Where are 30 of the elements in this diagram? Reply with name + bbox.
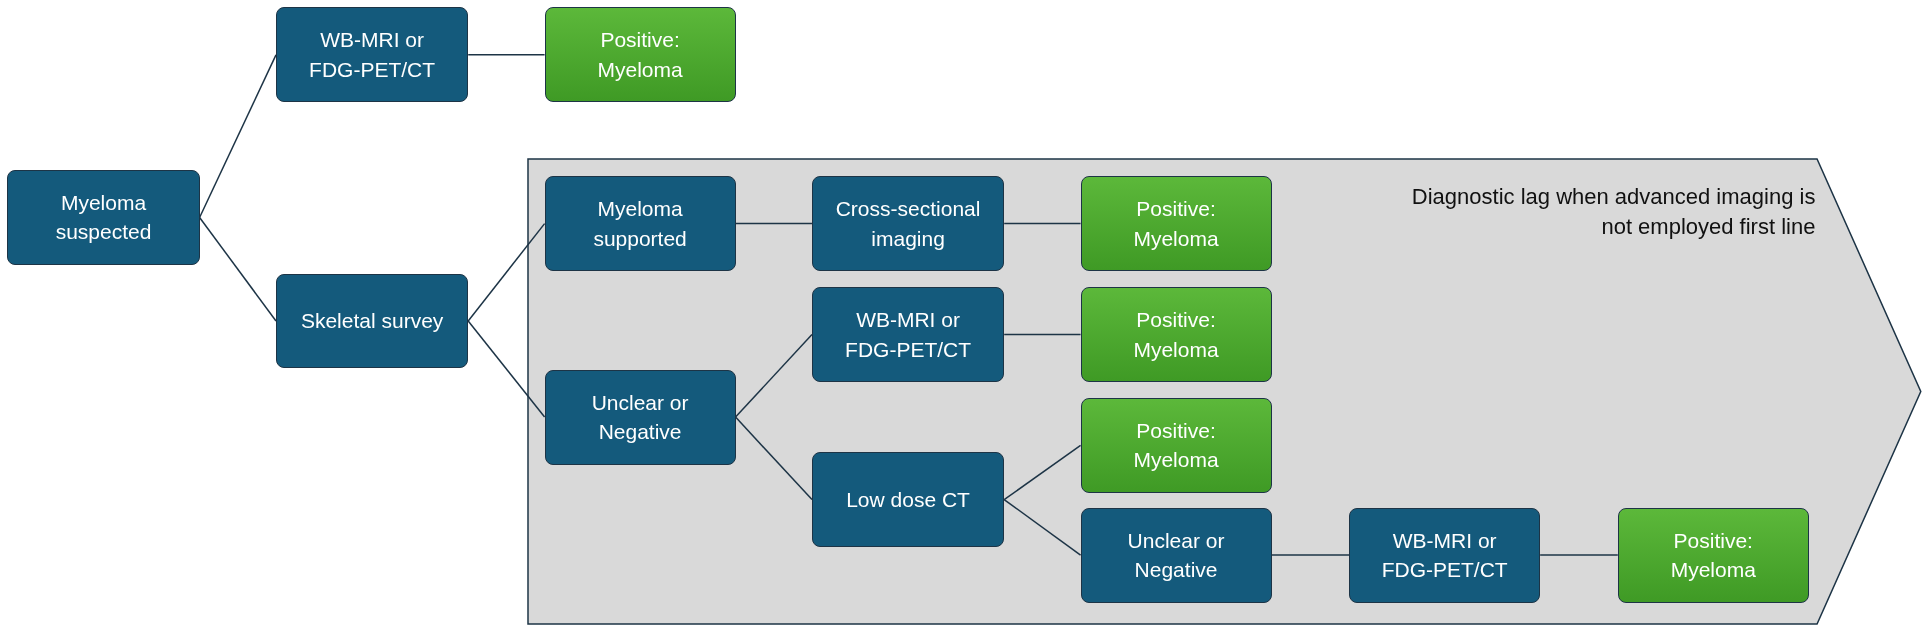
connector-line — [734, 333, 813, 418]
result-box: Positive: Myeloma — [1080, 397, 1272, 493]
connector-line — [467, 320, 546, 418]
result-box: Positive: Myeloma — [1080, 287, 1272, 382]
connector-line — [1003, 444, 1082, 501]
band-note: Diagnostic lag when advanced imaging is not employed first line — [1410, 183, 1816, 242]
connector-line — [467, 54, 546, 56]
connector-line — [198, 54, 277, 219]
connector-line — [1003, 222, 1082, 225]
connector-line — [1539, 554, 1619, 556]
connector-line — [734, 222, 813, 225]
process-box: Cross-sectional imaging — [811, 176, 1005, 272]
connector-line — [734, 416, 813, 501]
result-box: Positive: Myeloma — [1080, 176, 1272, 272]
process-box: Low dose CT — [811, 452, 1005, 548]
process-box: WB-MRI or FDG-PET/CT — [276, 7, 469, 103]
process-box: Unclear or Negative — [1080, 507, 1272, 603]
result-box: Positive: Myeloma — [544, 7, 736, 103]
process-box: Myeloma suspected — [7, 170, 200, 265]
process-box: WB-MRI or FDG-PET/CT — [811, 287, 1005, 382]
connector-line — [467, 222, 546, 322]
connector-line — [1270, 554, 1350, 556]
process-box: Myeloma supported — [544, 176, 736, 272]
process-box: WB-MRI or FDG-PET/CT — [1349, 507, 1541, 603]
connector-line — [1003, 498, 1082, 556]
result-box: Positive: Myeloma — [1617, 507, 1809, 603]
process-box: Skeletal survey — [276, 273, 469, 369]
connector-line — [198, 216, 277, 322]
connector-line — [1003, 333, 1082, 336]
process-box: Unclear or Negative — [544, 369, 736, 465]
